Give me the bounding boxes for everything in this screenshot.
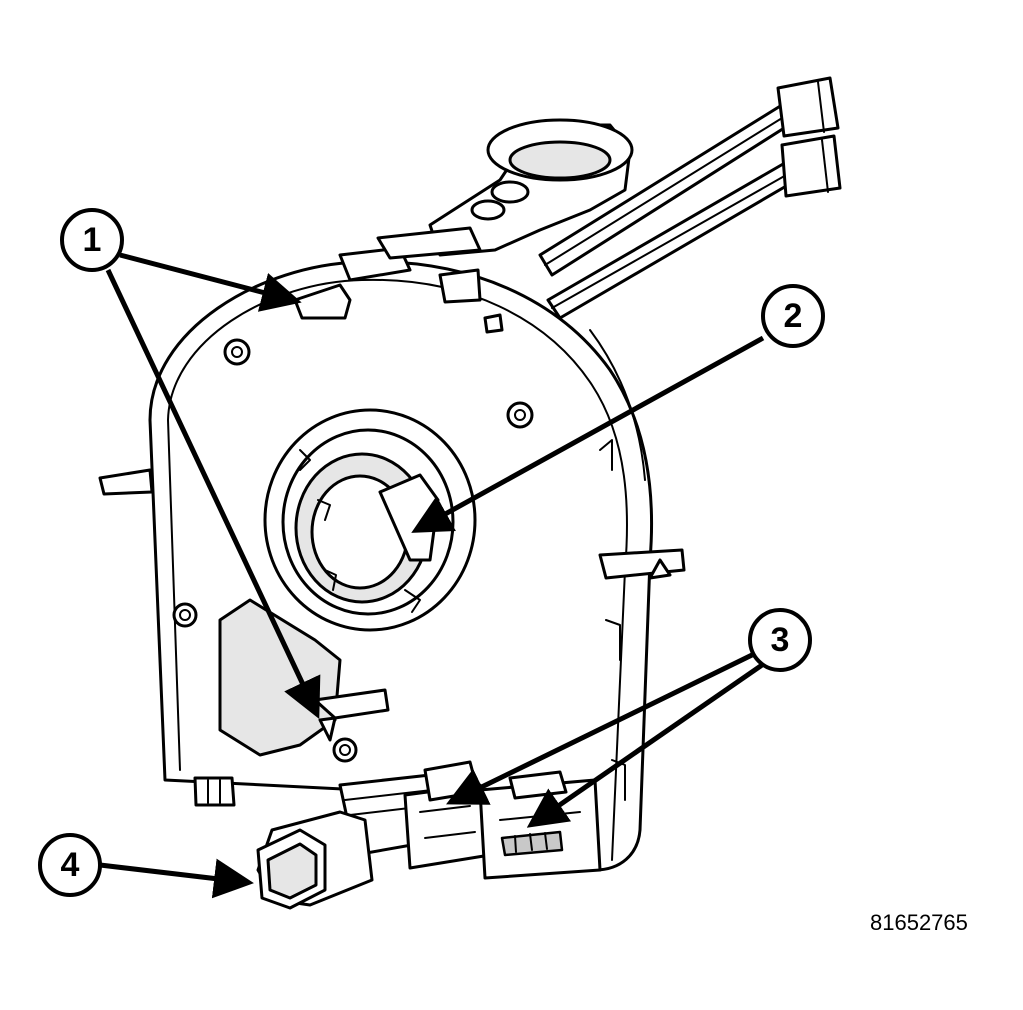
callout-2-label: 2: [784, 297, 803, 335]
leader-lines: [99, 252, 765, 899]
callout-1: 1: [60, 208, 124, 272]
wire-harness: [538, 76, 842, 320]
bottom-tabs: [193, 776, 236, 807]
leader-3b: [526, 662, 764, 828]
rotor: [263, 408, 477, 632]
leader-4: [99, 858, 254, 899]
callout-1-label: 1: [83, 221, 102, 259]
callout-3: 3: [748, 608, 812, 672]
figure-id: 81652765: [870, 910, 968, 935]
callout-2: 2: [761, 284, 825, 348]
callout-4-label: 4: [61, 846, 80, 884]
callout-3-label: 3: [771, 621, 790, 659]
leader-3a: [446, 652, 754, 805]
mounting-bracket: [428, 118, 634, 257]
callout-4: 4: [38, 833, 102, 897]
leader-1a: [119, 252, 302, 312]
leader-1b: [105, 268, 321, 720]
leader-2: [411, 335, 765, 533]
